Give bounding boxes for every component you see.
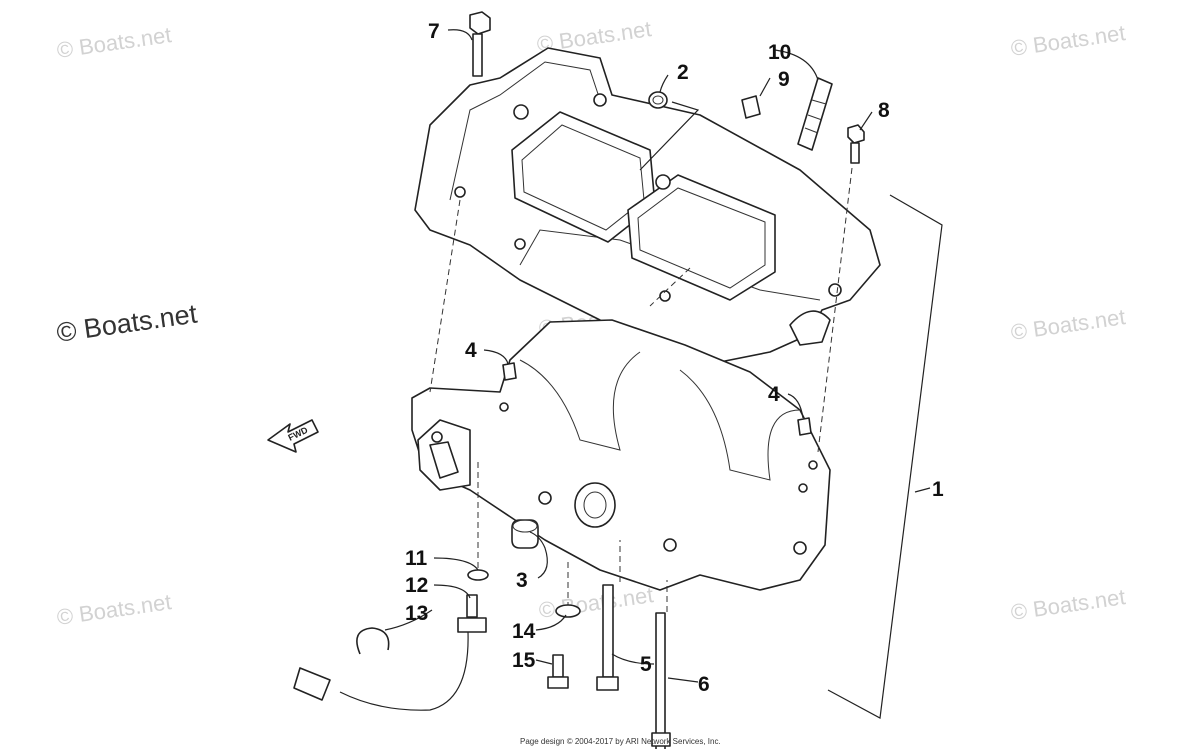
watermark: © Boats.net <box>55 589 173 630</box>
dowel-9 <box>741 95 761 119</box>
watermark-main: © Boats.net <box>55 298 200 347</box>
seal-2 <box>648 91 668 109</box>
callout-15: 15 <box>512 649 536 672</box>
callout-3: 3 <box>516 569 528 592</box>
callout-13: 13 <box>405 602 428 625</box>
callout-9: 9 <box>778 68 790 91</box>
callout-2: 2 <box>677 61 689 84</box>
callout-10: 10 <box>768 41 791 64</box>
bolt-5 <box>596 584 619 691</box>
clip-13 <box>356 627 390 655</box>
callout-5: 5 <box>640 653 652 676</box>
footer-copyright: Page design © 2004-2017 by ARI Network S… <box>520 737 721 746</box>
fwd-arrow-icon: FWD <box>267 419 319 453</box>
callout-6: 6 <box>698 673 710 696</box>
watermark: © Boats.net <box>537 582 655 623</box>
callout-7: 7 <box>428 20 440 43</box>
callout-14: 14 <box>512 620 536 643</box>
bolt-8 <box>847 124 865 164</box>
leader-lines <box>429 167 853 612</box>
washer-11 <box>467 569 489 581</box>
upper-crankcase <box>414 47 881 363</box>
callout-4: 4 <box>768 383 780 406</box>
callout-12: 12 <box>405 574 428 597</box>
lower-crankcase <box>411 319 831 591</box>
assembly-bracket <box>827 194 943 719</box>
washer-14 <box>555 604 581 618</box>
bolt-15 <box>547 654 569 689</box>
dowel-4a <box>502 362 517 381</box>
sensor-12 <box>293 594 487 711</box>
bushing-3 <box>511 519 539 549</box>
stud-10 <box>797 77 833 151</box>
watermark: © Boats.net <box>55 22 173 63</box>
dowel-4b <box>797 417 812 436</box>
callout-1: 1 <box>932 478 944 501</box>
watermark: © Boats.net <box>1009 584 1127 625</box>
watermark: © Boats.net <box>1009 304 1127 345</box>
bolt-6 <box>651 612 671 749</box>
callout-8: 8 <box>878 99 890 122</box>
watermark: © Boats.net <box>1009 20 1127 61</box>
callout-leaders <box>384 29 931 683</box>
callout-11: 11 <box>405 547 428 570</box>
callout-4: 4 <box>465 339 477 362</box>
bolt-7 <box>469 11 491 77</box>
